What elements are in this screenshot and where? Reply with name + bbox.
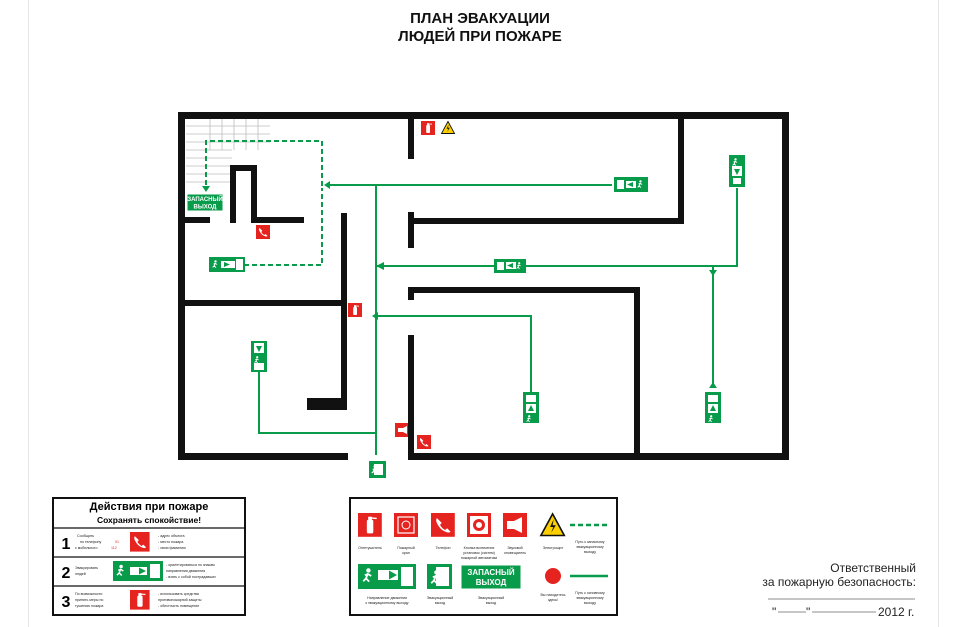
svg-text:112: 112 (111, 546, 117, 550)
svg-text:- место пожара: - место пожара (158, 540, 183, 544)
spare-exit-route (205, 140, 323, 266)
fire-extinguisher-icon (420, 120, 436, 136)
you-are-here-icon (545, 568, 561, 584)
phone-icon (417, 435, 431, 449)
svg-text:выходу: выходу (584, 601, 596, 605)
main-exit-routes (258, 184, 738, 455)
svg-text:По возможности: По возможности (75, 592, 102, 596)
svg-text:- адрес объекта: - адрес объекта (158, 534, 184, 538)
page-edge-left (28, 0, 29, 627)
svg-text:- свою фамилию: - свою фамилию (158, 546, 186, 550)
svg-text:Путь к основному: Путь к основному (575, 591, 605, 595)
electric-hazard-icon (441, 121, 455, 134)
phone-icon (130, 532, 150, 552)
svg-text:Эвакуационный: Эвакуационный (478, 596, 504, 600)
fire-extinguisher-icon (357, 512, 383, 538)
fire-hydrant-icon (394, 513, 418, 537)
svg-text:Огнетушитель: Огнетушитель (358, 546, 382, 550)
evacuation-exit-icon (427, 564, 452, 589)
svg-text:- обесточить помещение: - обесточить помещение (158, 604, 199, 608)
svg-text:кран: кран (402, 551, 410, 555)
svg-text:Эвакуационный: Эвакуационный (427, 596, 453, 600)
svg-text:Путь к запасному: Путь к запасному (575, 540, 604, 544)
svg-text:1: 1 (62, 536, 71, 553)
date-quote-open: " (772, 605, 777, 619)
svg-text:направления движения: направления движения (166, 569, 205, 573)
svg-text:3: 3 (62, 594, 71, 611)
svg-text:Эвакуировать: Эвакуировать (75, 566, 98, 570)
page-title-line2: ЛЮДЕЙ ПРИ ПОЖАРЕ (398, 28, 562, 45)
staircase (186, 118, 270, 183)
exit-direction-icon (209, 257, 245, 272)
svg-text:установок (систем): установок (систем) (463, 551, 495, 555)
date-quote-close: " (806, 605, 811, 619)
date-year: 2012 г. (878, 605, 915, 619)
sound-alarm-icon (503, 513, 527, 537)
exit-direction-icon (729, 155, 745, 187)
fire-actions-panel: Действия при пожаре Сохранять спокойстви… (52, 497, 246, 616)
phone-icon (431, 513, 455, 537)
svg-text:- взять с собой пострадавших: - взять с собой пострадавших (166, 575, 216, 579)
sound-alarm-icon (395, 423, 408, 437)
fire-extinguisher-icon (347, 302, 363, 318)
responsible-line1: Ответственный (830, 561, 916, 575)
svg-text:Направление движения: Направление движения (367, 596, 407, 600)
svg-text:людей: людей (75, 572, 86, 576)
fire-extinguisher-icon (129, 589, 151, 611)
svg-text:ВЫХОД: ВЫХОД (476, 578, 507, 587)
svg-text:01: 01 (115, 540, 119, 544)
svg-text:выход: выход (486, 601, 497, 605)
fire-alarm-button-icon (467, 513, 491, 537)
svg-text:по телефону: по телефону (80, 540, 101, 544)
svg-text:- использовать средства: - использовать средства (158, 592, 199, 596)
exit-direction-icon (251, 341, 267, 372)
actions-title: Действия при пожаре (90, 501, 209, 513)
phone-icon (256, 225, 270, 239)
route-arrows (324, 181, 717, 388)
svg-text:здесь!: здесь! (548, 598, 558, 602)
svg-text:Вы находитесь: Вы находитесь (540, 593, 565, 597)
svg-text:противопожарной защиты: противопожарной защиты (158, 598, 202, 602)
exit-direction-icon (358, 564, 416, 589)
svg-text:Пожарный: Пожарный (397, 546, 415, 550)
svg-text:Кнопка включения: Кнопка включения (464, 546, 495, 550)
svg-text:к эвакуационному выходу: к эвакуационному выходу (365, 601, 408, 605)
exit-direction-icon (705, 392, 721, 423)
svg-text:ЗАПАСНЫЙ: ЗАПАСНЫЙ (467, 568, 514, 577)
exit-direction-icon (523, 392, 539, 423)
svg-text:Телефон: Телефон (436, 546, 451, 550)
svg-text:Электрощит: Электрощит (543, 546, 564, 550)
evacuation-exit-icon (369, 461, 386, 478)
exit-direction-icon (494, 259, 526, 273)
svg-text:оповещатель: оповещатель (504, 551, 526, 555)
responsible-line2: за пожарную безопасность: (762, 575, 916, 589)
svg-text:пожарной автоматики: пожарной автоматики (461, 556, 497, 560)
exit-direction-icon (113, 561, 163, 581)
svg-text:ЗАПАСНЫЙ: ЗАПАСНЫЙ (187, 195, 222, 203)
emergency-exit-sign-icon: ЗАПАСНЫЙ ВЫХОД (460, 564, 522, 590)
actions-subtitle: Сохранять спокойствие! (97, 515, 201, 525)
building-walls (178, 112, 789, 460)
svg-text:эвакуационному: эвакуационному (576, 596, 604, 600)
svg-text:ВЫХОД: ВЫХОД (194, 205, 218, 211)
svg-text:выход: выход (435, 601, 446, 605)
svg-text:2: 2 (62, 565, 71, 582)
spare-exit-route-arrow (202, 186, 210, 192)
exit-direction-icon (614, 177, 648, 192)
svg-text:Сообщить: Сообщить (77, 534, 94, 538)
page-edge-right (938, 0, 939, 627)
svg-text:с мобильного: с мобильного (75, 546, 98, 550)
svg-text:Звуковой: Звуковой (507, 546, 522, 550)
svg-text:тушению пожара: тушению пожара (75, 604, 103, 608)
svg-text:- ориентироваться по знакам: - ориентироваться по знакам (166, 563, 215, 567)
svg-text:выходу: выходу (584, 550, 596, 554)
page-title-line1: ПЛАН ЭВАКУАЦИИ (410, 10, 550, 27)
legend-panel: Огнетушитель Пожарный кран Телефон Кнопк… (349, 497, 618, 616)
svg-text:принять меры по: принять меры по (75, 598, 103, 602)
svg-text:эвакуационному: эвакуационному (576, 545, 604, 549)
spare-exit-sign: ЗАПАСНЫЙ ВЫХОД (186, 193, 224, 212)
